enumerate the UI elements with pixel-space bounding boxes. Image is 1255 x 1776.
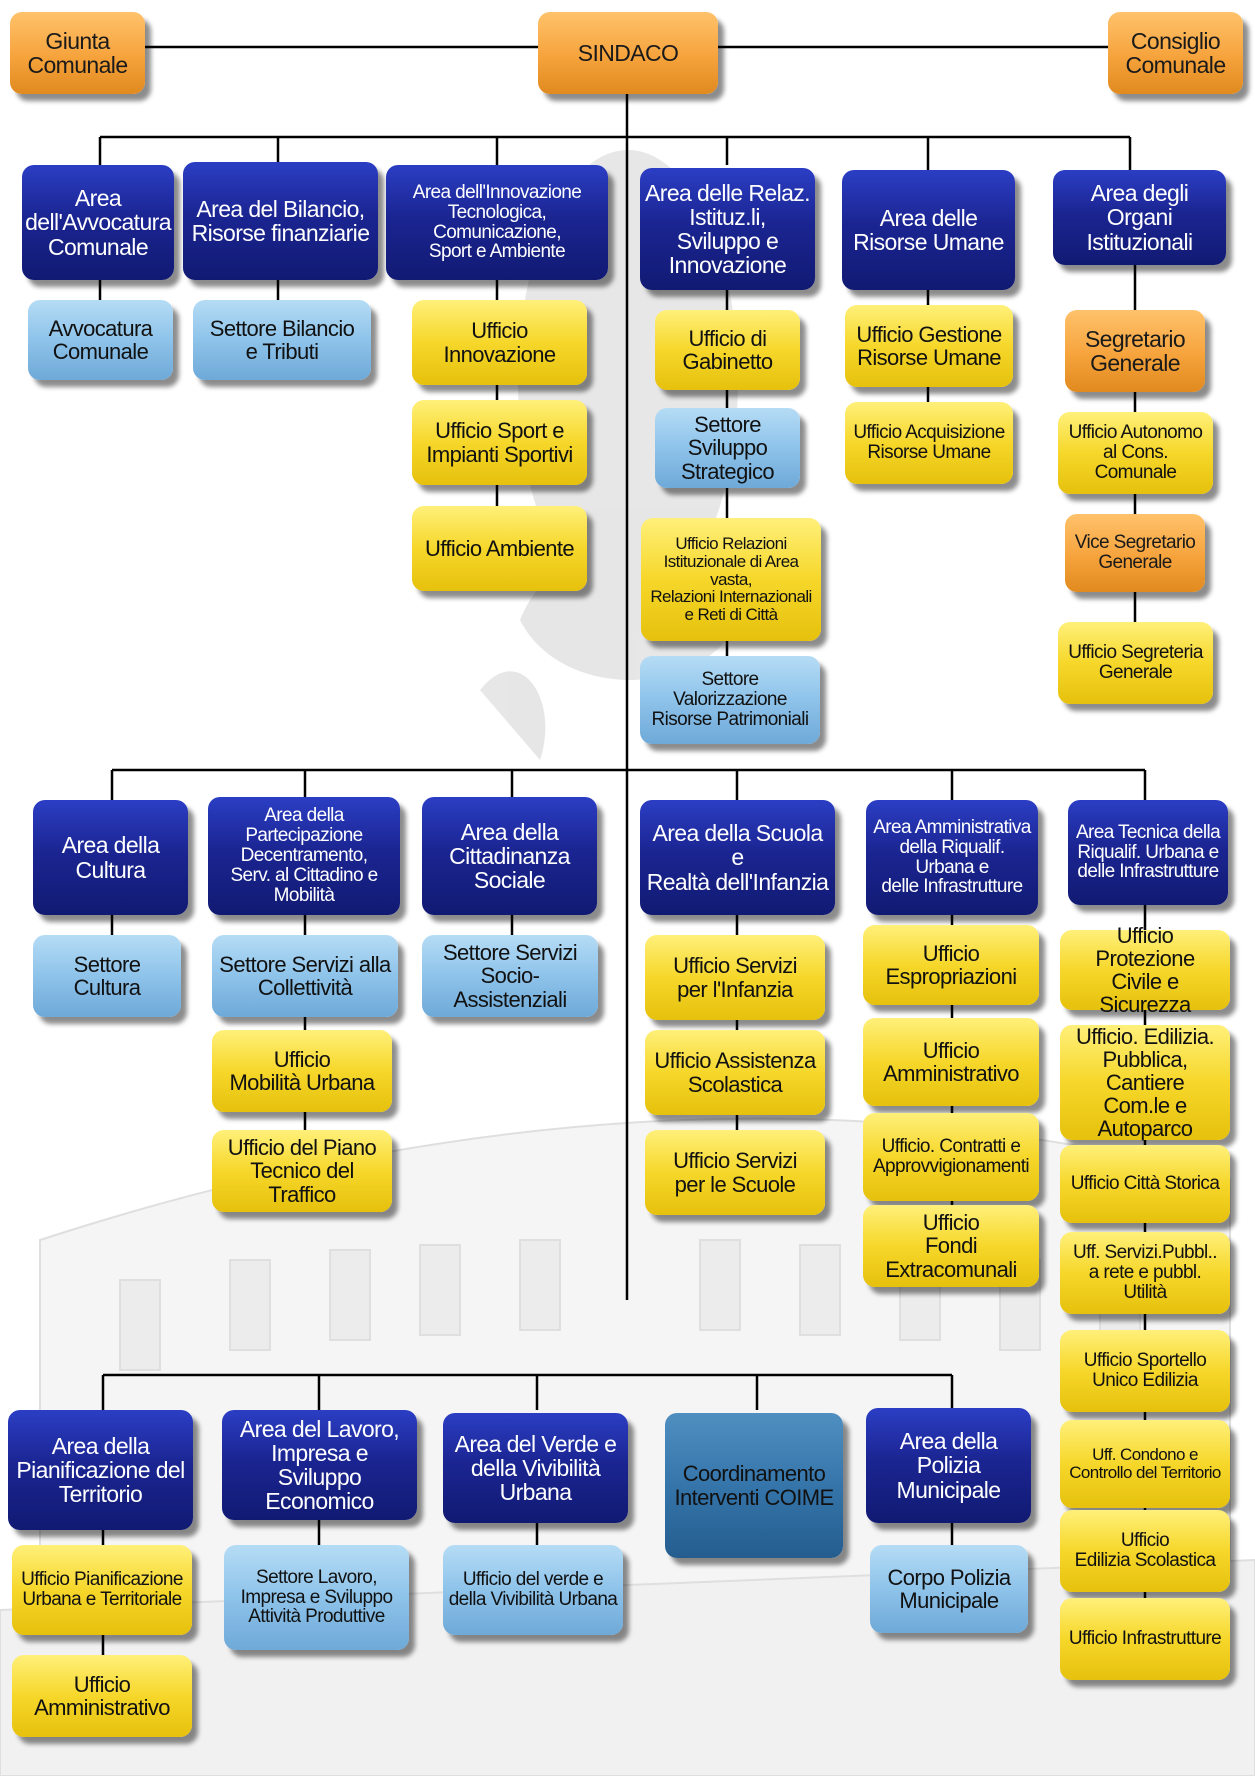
unit-ufficio-acquisizione-risorse-umane: Ufficio Acquisizione Risorse Umane — [845, 402, 1013, 484]
unit-ufficio-edilizia-scolastica: Ufficio Edilizia Scolastica — [1060, 1510, 1230, 1592]
area-pianificazione: Area della Pianificazione del Territorio — [8, 1410, 193, 1530]
unit-vice-segretario: Vice Segretario Generale — [1065, 514, 1205, 592]
unit-ufficio-autonomo: Ufficio Autonomo al Cons. Comunale — [1058, 412, 1213, 494]
unit-ufficio-ambiente: Ufficio Ambiente — [412, 506, 587, 591]
unit-ufficio-edilizia-pubblica: Ufficio. Edilizia. Pubblica, Cantiere Co… — [1060, 1025, 1230, 1140]
unit-ufficio-servizi-infanzia: Ufficio Servizi per l'Infanzia — [645, 935, 825, 1020]
unit-ufficio-sportello-unico: Ufficio Sportello Unico Edilizia — [1060, 1330, 1230, 1412]
sindaco-box: SINDACO — [538, 12, 718, 94]
unit-avvocatura-comunale: Avvocatura Comunale — [28, 300, 173, 380]
unit-ufficio-amministrativo-riqualif: Ufficio Amministrativo — [863, 1018, 1039, 1106]
unit-uff-servizi-pubbl: Uff. Servizi.Pubbl.. a rete e pubbl. Uti… — [1060, 1232, 1230, 1314]
unit-settore-servizi-socio-assistenziali: Settore Servizi Socio-Assistenziali — [422, 935, 598, 1017]
unit-uff-condono: Uff. Condono e Controllo del Territorio — [1060, 1420, 1230, 1508]
unit-ufficio-servizi-scuole: Ufficio Servizi per le Scuole — [645, 1130, 825, 1215]
area-organi-istituzionali: Area degli Organi Istituzionali — [1053, 170, 1226, 265]
area-polizia-municipale: Area della Polizia Municipale — [866, 1408, 1031, 1523]
area-cittadinanza: Area della Cittadinanza Sociale — [422, 797, 597, 915]
unit-settore-bilancio: Settore Bilancio e Tributi — [193, 300, 371, 380]
area-verde: Area del Verde e della Vivibilità Urbana — [443, 1413, 628, 1523]
area-cultura: Area della Cultura — [33, 800, 188, 915]
unit-ufficio-assistenza-scolastica: Ufficio Assistenza Scolastica — [645, 1030, 825, 1115]
area-bilancio: Area del Bilancio, Risorse finanziarie — [183, 162, 378, 280]
unit-ufficio-gestione-risorse-umane: Ufficio Gestione Risorse Umane — [845, 305, 1013, 387]
area-innovazione: Area dell'Innovazione Tecnologica, Comun… — [386, 165, 608, 280]
unit-ufficio-mobilita-urbana: Ufficio Mobilità Urbana — [212, 1030, 392, 1112]
area-amministrativa: Area Amministrativa della Riqualif. Urba… — [866, 800, 1038, 915]
unit-ufficio-contratti: Ufficio. Contratti e Approvvigionamenti — [863, 1113, 1039, 1201]
unit-ufficio-piano-traffico: Ufficio del Piano Tecnico del Traffico — [212, 1130, 392, 1212]
unit-settore-servizi-collettivita: Settore Servizi alla Collettività — [212, 935, 398, 1017]
unit-settore-lavoro: Settore Lavoro, Impresa e Sviluppo Attiv… — [224, 1545, 409, 1650]
unit-ufficio-espropriazioni: Ufficio Espropriazioni — [863, 925, 1039, 1005]
unit-settore-valorizzazione: Settore Valorizzazione Risorse Patrimoni… — [640, 656, 820, 744]
area-lavoro: Area del Lavoro, Impresa e Sviluppo Econ… — [222, 1410, 417, 1520]
unit-ufficio-verde: Ufficio del verde e della Vivibilità Urb… — [443, 1545, 623, 1635]
unit-ufficio-citta-storica: Ufficio Città Storica — [1060, 1145, 1230, 1223]
area-avvocatura: Area dell'Avvocatura Comunale — [22, 165, 174, 280]
unit-settore-sviluppo-strategico: Settore Sviluppo Strategico — [655, 408, 800, 488]
unit-settore-cultura: Settore Cultura — [33, 935, 181, 1017]
unit-ufficio-gabinetto: Ufficio di Gabinetto — [655, 310, 800, 390]
unit-corpo-polizia-municipale: Corpo Polizia Municipale — [870, 1545, 1028, 1633]
unit-ufficio-segreteria: Ufficio Segreteria Generale — [1058, 622, 1213, 704]
unit-ufficio-infrastrutture: Ufficio Infrastrutture — [1060, 1598, 1230, 1680]
unit-segretario-generale: Segretario Generale — [1065, 310, 1205, 392]
area-scuola: Area della Scuola e Realtà dell'Infanzia — [640, 800, 835, 915]
unit-ufficio-sport: Ufficio Sport e Impianti Sportivi — [412, 400, 587, 485]
area-tecnica: Area Tecnica della Riqualif. Urbana e de… — [1068, 800, 1228, 905]
unit-ufficio-innovazione: Ufficio Innovazione — [412, 300, 587, 385]
coordinamento-coime: Coordinamento Interventi COIME — [665, 1413, 843, 1558]
unit-ufficio-protezione-civile: Ufficio Protezione Civile e Sicurezza — [1060, 924, 1230, 1016]
unit-ufficio-amministrativo-pianificazione: Ufficio Amministrativo — [12, 1655, 192, 1737]
area-partecipazione: Area della Partecipazione Decentramento,… — [208, 797, 400, 915]
area-relazioni: Area delle Relaz. Istituz.li, Sviluppo e… — [640, 168, 815, 290]
area-risorse-umane: Area delle Risorse Umane — [842, 170, 1015, 290]
giunta-comunale-box: Giunta Comunale — [10, 12, 145, 94]
unit-ufficio-relazioni-istituzionale: Ufficio Relazioni Istituzionale di Area … — [641, 518, 821, 641]
unit-ufficio-fondi-extracomunali: Ufficio Fondi Extracomunali — [863, 1205, 1039, 1287]
consiglio-comunale-box: Consiglio Comunale — [1108, 12, 1243, 94]
unit-ufficio-pianificazione: Ufficio Pianificazione Urbana e Territor… — [12, 1545, 192, 1635]
